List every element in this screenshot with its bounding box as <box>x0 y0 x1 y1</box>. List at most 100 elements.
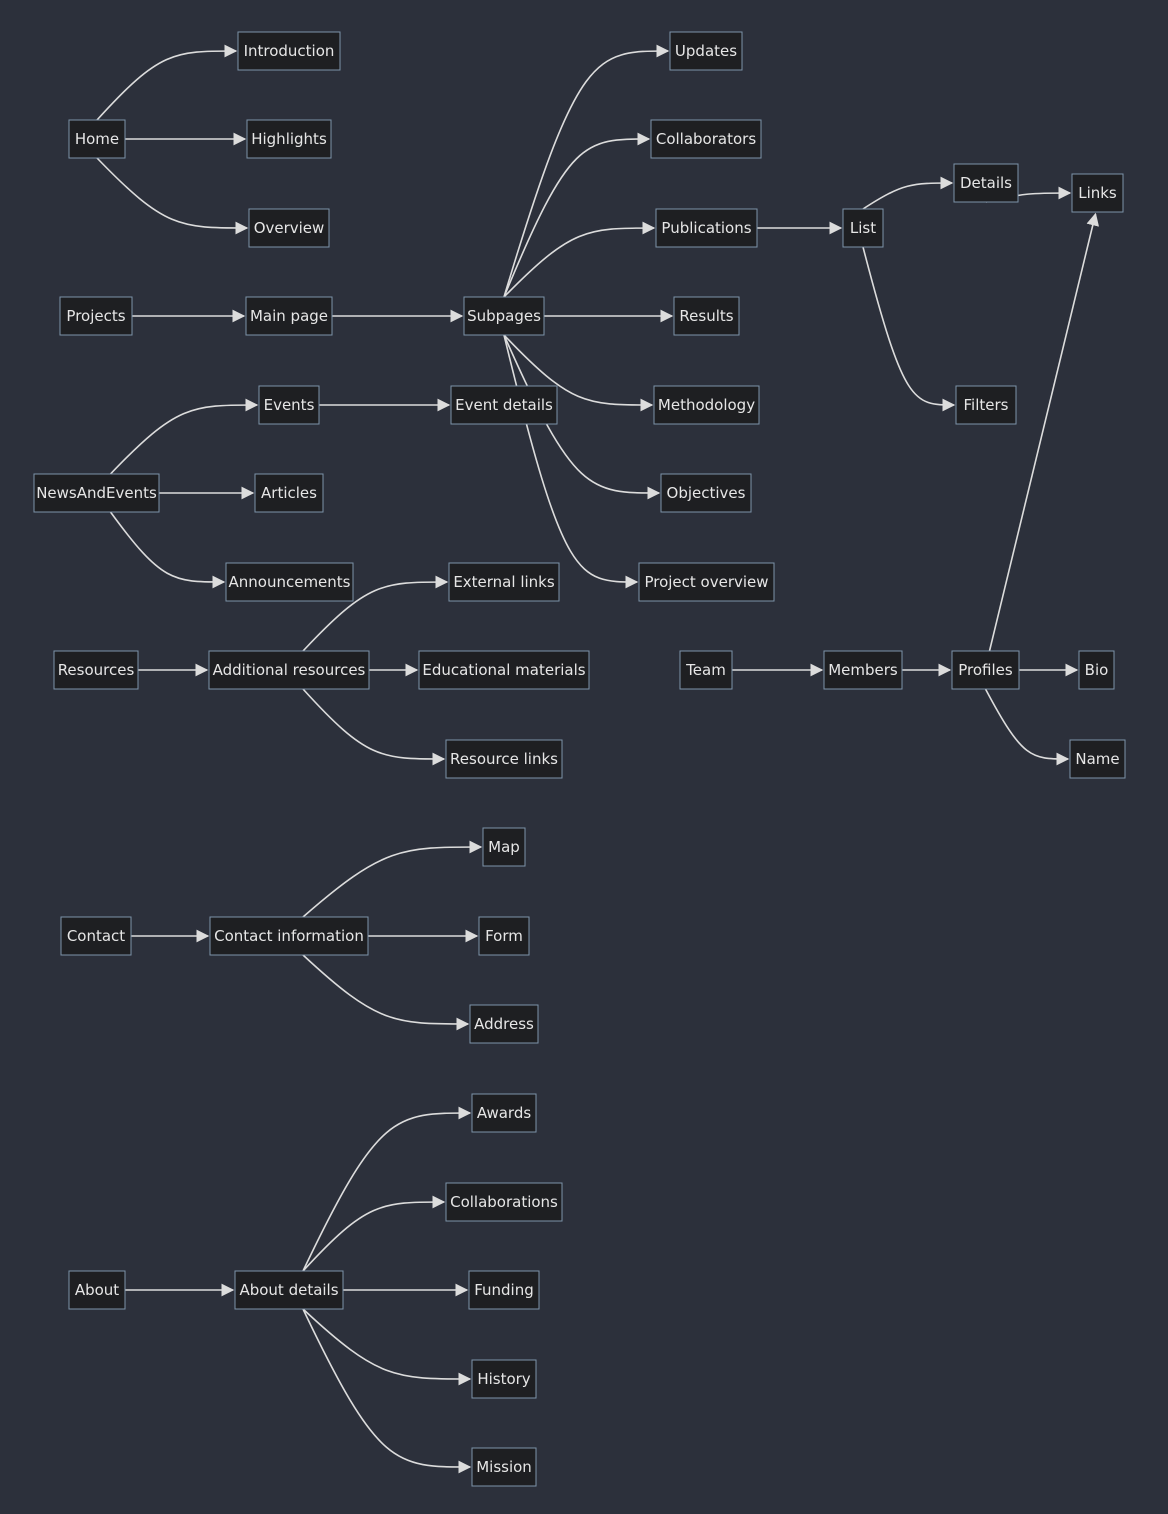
edge-about-details-to-collaborations <box>302 1195 446 1272</box>
node-box <box>448 562 560 602</box>
edge-home-to-introduction <box>96 44 238 121</box>
node-box <box>246 119 332 159</box>
node-label: Address <box>474 1015 534 1033</box>
node-label: Educational materials <box>422 661 585 679</box>
node-box <box>209 916 369 956</box>
node-label: History <box>477 1370 530 1388</box>
node-label: Contact information <box>214 927 364 945</box>
edge-additional-resources-to-resource-links <box>302 688 446 766</box>
node-label: Resource links <box>450 750 558 768</box>
node-box <box>225 562 354 602</box>
edge-about-details-to-awards <box>302 1106 472 1272</box>
node-label: Mission <box>476 1458 532 1476</box>
node-box <box>471 1359 537 1399</box>
node-label: Form <box>485 927 523 945</box>
nodes-layer: Home IntroductionHighlightsOverviewProjec… <box>33 31 1126 1487</box>
node-box <box>254 473 324 513</box>
node-label: Resources <box>58 661 135 679</box>
node-name: Name <box>1069 739 1126 779</box>
node-main-page: Main page <box>245 296 333 336</box>
node-label: Bio <box>1085 661 1109 679</box>
node-box <box>655 208 758 248</box>
node-box <box>953 163 1019 203</box>
node-box <box>653 385 760 425</box>
node-box <box>679 650 733 690</box>
node-box <box>955 385 1017 425</box>
edge-list-to-details <box>862 176 954 210</box>
node-box <box>469 1004 539 1044</box>
edge-contact-information-to-map <box>302 840 483 918</box>
node-label: Collaborators <box>656 130 756 148</box>
edge-contact-information-to-address <box>302 954 470 1031</box>
node-filters: Filters <box>955 385 1017 425</box>
edges-layer <box>96 44 1100 1474</box>
edge-about-details-to-history <box>302 1308 472 1386</box>
node-label: Objectives <box>667 484 746 502</box>
node-collaborators: Collaborators <box>650 119 762 159</box>
node-history: History <box>471 1359 537 1399</box>
node-list: List <box>842 208 884 248</box>
node-home: Home <box>68 119 126 159</box>
node-box <box>234 1270 344 1310</box>
node-educational-materials: Educational materials <box>418 650 590 690</box>
node-label: Introduction <box>244 42 335 60</box>
node-contact: Contact <box>60 916 132 956</box>
node-box <box>669 31 743 71</box>
node-box <box>471 1093 537 1133</box>
node-methodology: Methodology <box>653 385 760 425</box>
node-announcements: Announcements <box>225 562 354 602</box>
node-box <box>650 119 762 159</box>
node-label: About <box>75 1281 119 1299</box>
node-box <box>482 827 526 867</box>
node-team: Team <box>679 650 733 690</box>
edge-about-details-to-mission <box>302 1308 472 1474</box>
node-box <box>471 1447 537 1487</box>
node-box <box>68 1270 126 1310</box>
node-box <box>445 1182 563 1222</box>
node-box <box>418 650 590 690</box>
node-box <box>660 473 752 513</box>
node-project-overview: Project overview <box>638 562 775 602</box>
node-box <box>1069 739 1126 779</box>
node-members: Members <box>823 650 903 690</box>
node-news-and-events: NewsAndEvents <box>33 473 160 513</box>
edge-news-and-events-to-events <box>109 398 259 475</box>
node-label: Highlights <box>251 130 327 148</box>
node-label: Funding <box>474 1281 534 1299</box>
node-label: Filters <box>964 396 1009 414</box>
node-label: Collaborations <box>450 1193 558 1211</box>
node-box <box>60 916 132 956</box>
edge-additional-resources-to-external-links <box>302 575 449 652</box>
node-label: Name <box>1075 750 1119 768</box>
node-label: Map <box>488 838 520 856</box>
node-collaborations: Collaborations <box>445 1182 563 1222</box>
node-box <box>468 1270 540 1310</box>
node-links: Links <box>1071 173 1124 213</box>
node-box <box>1078 650 1115 690</box>
node-contact-information: Contact information <box>209 916 369 956</box>
node-introduction: Introduction <box>237 31 341 71</box>
node-map: Map <box>482 827 526 867</box>
node-label: NewsAndEvents <box>36 484 157 502</box>
node-label: Project overview <box>644 573 768 591</box>
node-events: Events <box>258 385 320 425</box>
node-subpages: Subpages <box>463 296 545 336</box>
node-overview: Overview <box>248 208 330 248</box>
node-box <box>842 208 884 248</box>
node-label: Methodology <box>658 396 755 414</box>
node-box <box>237 31 341 71</box>
node-resource-links: Resource links <box>445 739 563 779</box>
node-box <box>450 385 558 425</box>
node-label: Events <box>264 396 315 414</box>
node-label: Updates <box>675 42 737 60</box>
node-box <box>673 296 740 336</box>
node-label: Articles <box>261 484 317 502</box>
node-box <box>445 739 563 779</box>
node-label: Subpages <box>467 307 541 325</box>
node-box <box>245 296 333 336</box>
node-box <box>53 650 139 690</box>
node-label: Announcements <box>229 573 351 591</box>
node-details: Details <box>953 163 1019 203</box>
node-box <box>258 385 320 425</box>
node-box <box>823 650 903 690</box>
